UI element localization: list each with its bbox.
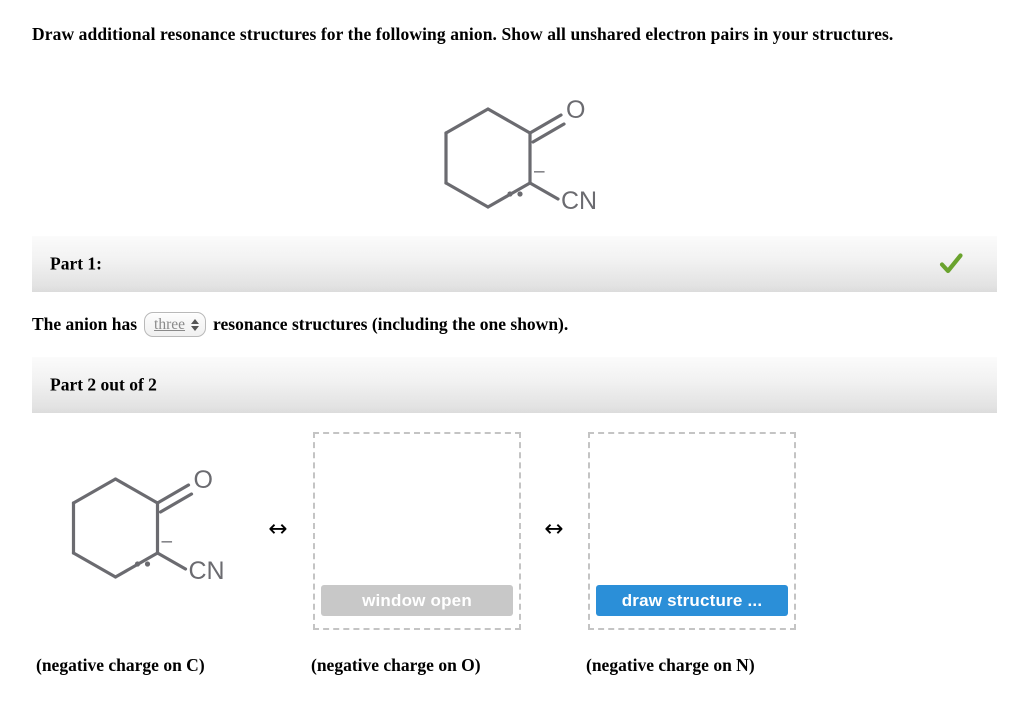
negative-charge-label: –	[162, 531, 173, 552]
oxygen-label: O	[566, 96, 585, 124]
part1-label: Part 1:	[50, 253, 102, 274]
negative-charge-label: –	[534, 161, 545, 182]
cyano-label: CN	[561, 187, 597, 215]
resonance-count-spinner[interactable]: three	[144, 312, 207, 337]
answer-box-nitrogen[interactable]: draw structure ...	[588, 432, 796, 630]
check-icon	[939, 253, 963, 274]
spinner-arrows[interactable]	[191, 318, 200, 331]
caption-charge-on-n: (negative charge on N)	[586, 655, 755, 675]
oxygen-label: O	[194, 466, 213, 494]
lone-pair-dot	[134, 561, 141, 567]
caption-charge-on-c: (negative charge on C)	[36, 655, 205, 675]
part2-bar: Part 2 out of 2	[32, 357, 997, 413]
lone-pair-dot	[144, 561, 151, 567]
lone-pair-dot	[507, 191, 513, 197]
cyano-label: CN	[189, 557, 225, 585]
sentence-prefix: The anion has	[32, 314, 138, 334]
caption-charge-on-o: (negative charge on O)	[311, 655, 481, 675]
answer-box-oxygen[interactable]: window open	[313, 432, 521, 630]
draw-structure-button[interactable]: draw structure ...	[596, 585, 788, 616]
spinner-down-icon[interactable]	[191, 325, 200, 331]
resonance-count-sentence: The anion has three resonance structures…	[32, 312, 568, 337]
lone-pair-dot	[517, 191, 523, 197]
spinner-value: three	[154, 315, 186, 333]
part1-bar: Part 1:	[32, 236, 997, 292]
window-open-button[interactable]: window open	[321, 585, 513, 616]
answer-structure-carbanion: O CN –	[55, 465, 240, 595]
anion-structure-top: O CN –	[430, 95, 610, 225]
spinner-up-icon[interactable]	[191, 318, 200, 324]
resonance-arrow-1: ↔	[268, 515, 288, 542]
question-prompt: Draw additional resonance structures for…	[32, 24, 894, 44]
sentence-suffix: resonance structures (including the one …	[213, 314, 569, 334]
part2-label: Part 2 out of 2	[50, 374, 157, 395]
resonance-arrow-2: ↔	[544, 515, 564, 542]
